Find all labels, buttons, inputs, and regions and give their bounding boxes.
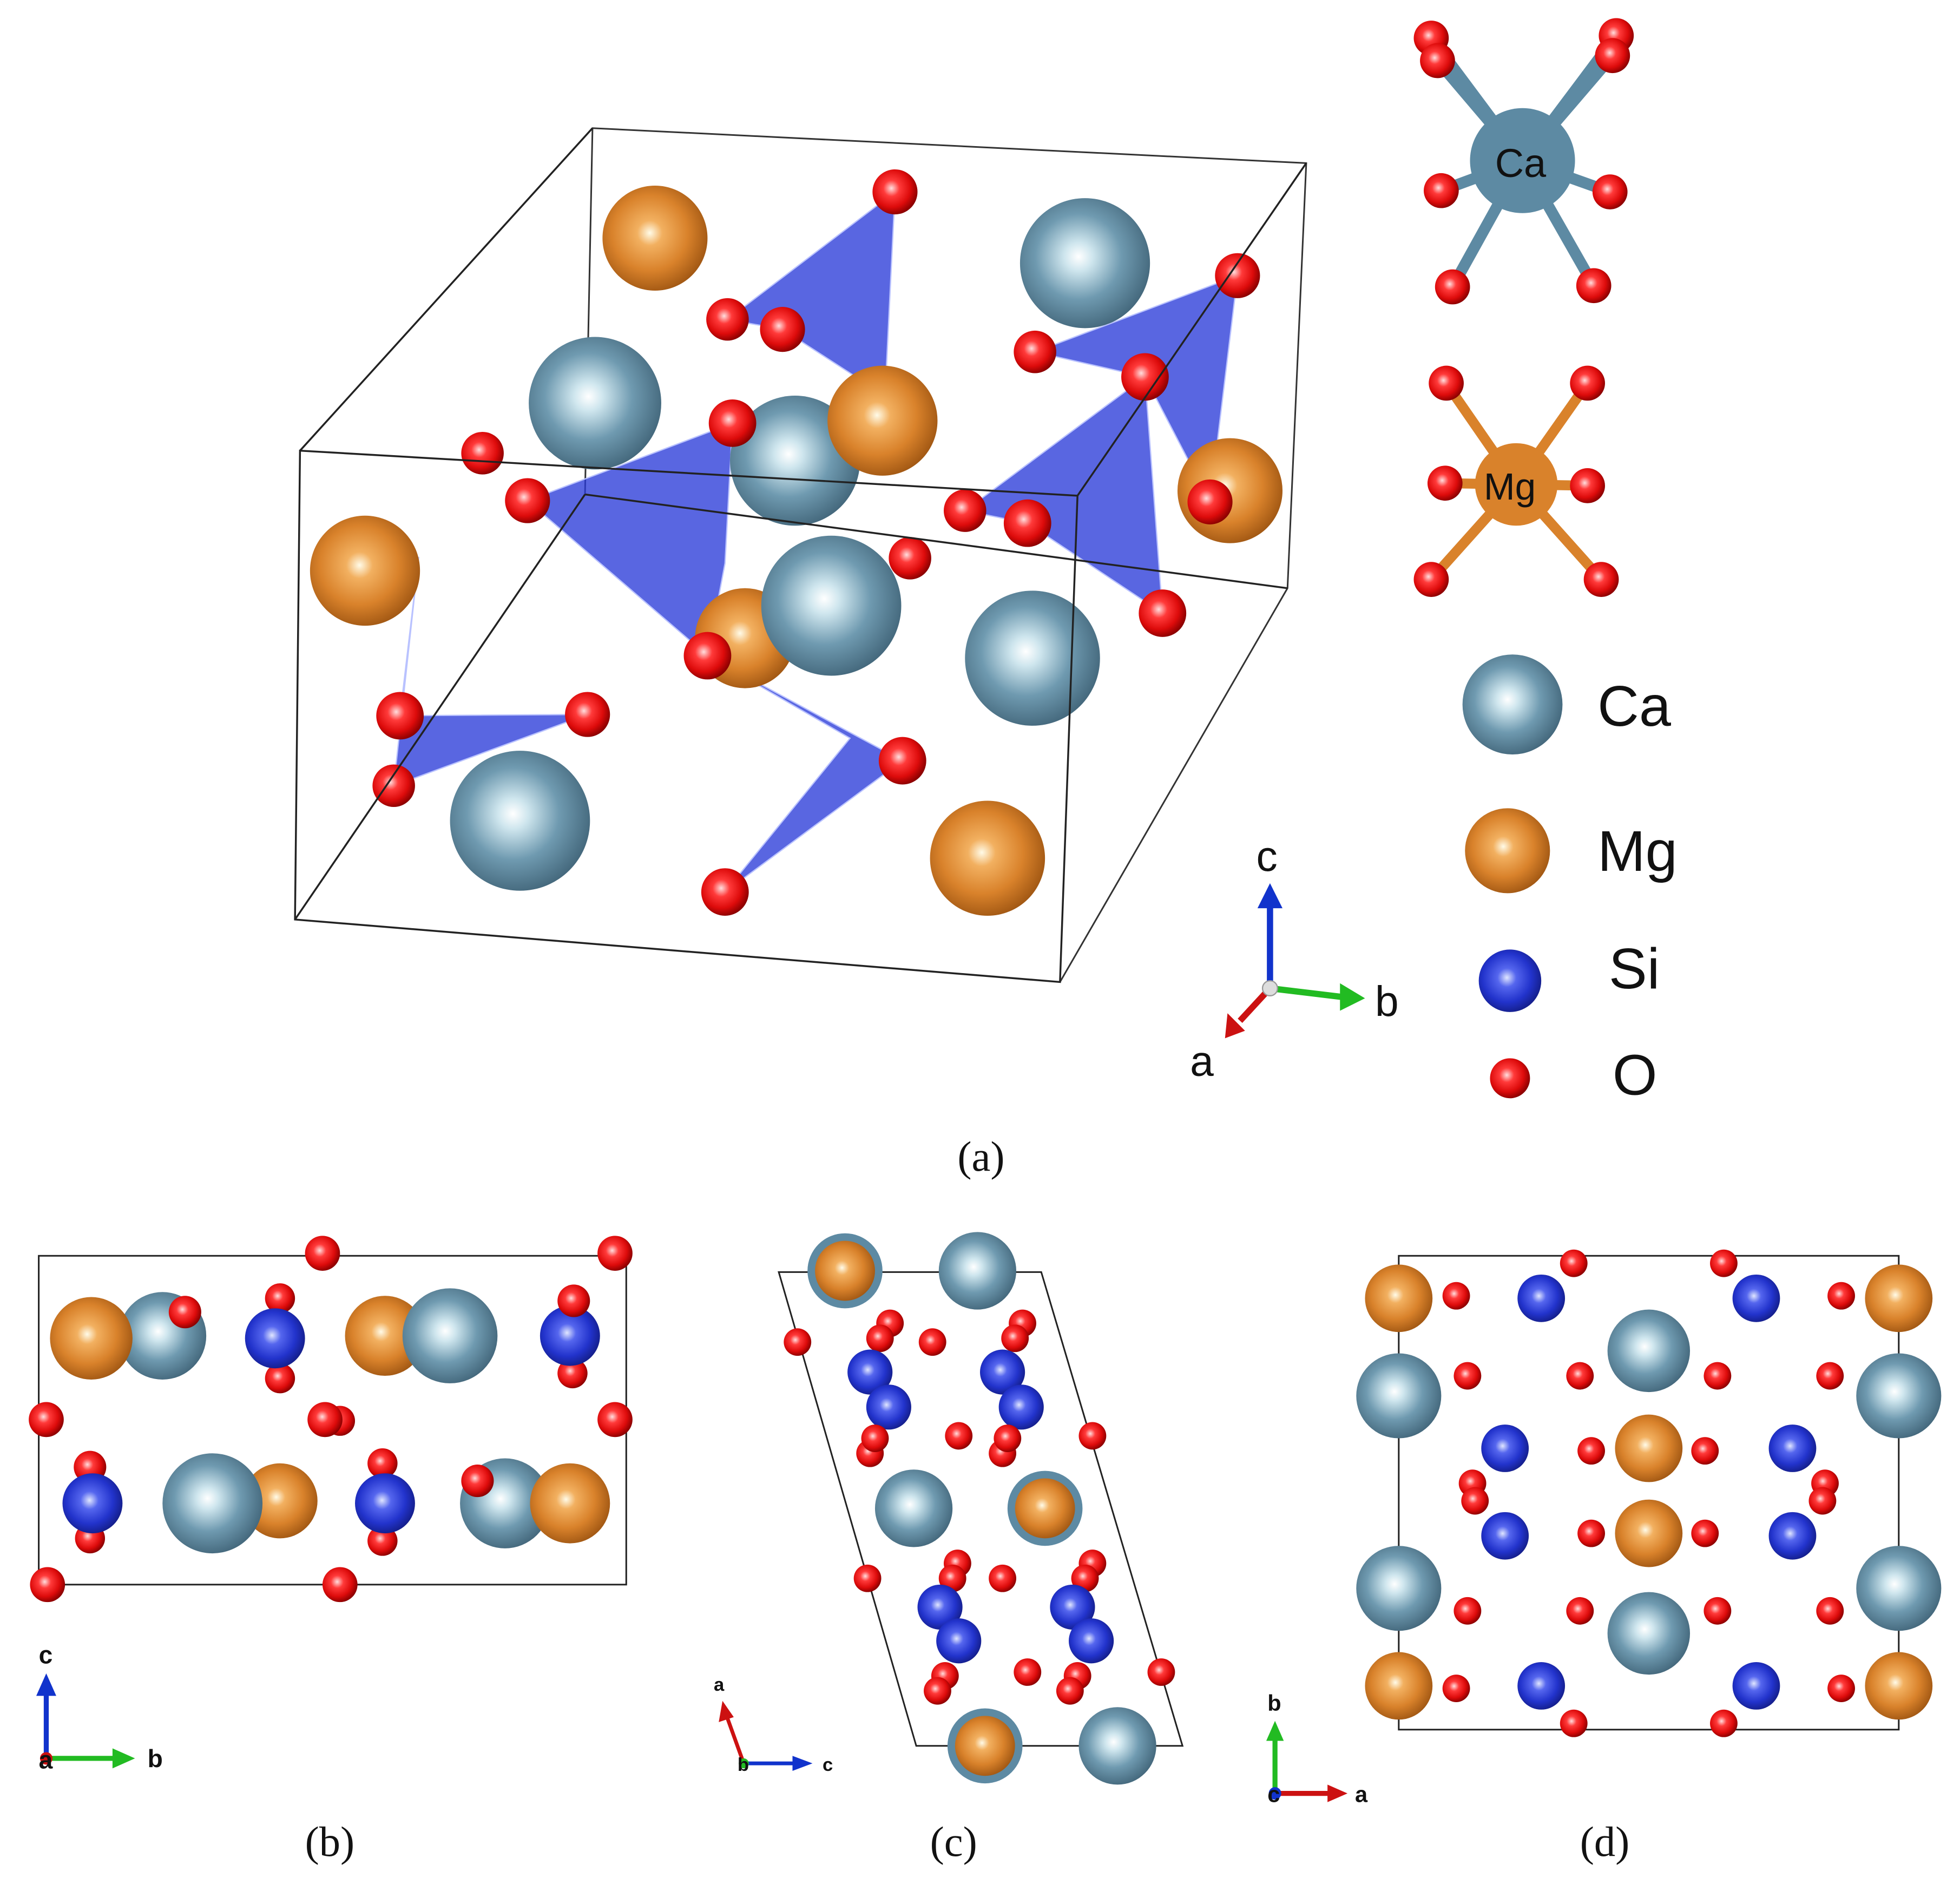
ca-coordination: Ca — [1413, 18, 1634, 305]
o-atom — [1215, 253, 1260, 298]
axis-origin-label-c: b — [738, 1755, 749, 1775]
mg-atom — [930, 800, 1045, 916]
ca-coordination-label: Ca — [1495, 141, 1547, 186]
mg-atom — [602, 185, 708, 291]
ca-atom — [1020, 198, 1150, 329]
o-atom — [701, 868, 749, 916]
o-atom — [1121, 353, 1169, 401]
legend-ca-label: Ca — [1597, 674, 1672, 738]
atoms-3d — [310, 169, 1283, 916]
o-atom — [1014, 330, 1056, 373]
panel-d: b a c (d) — [1266, 1249, 1942, 1865]
axis-up-label-d: b — [1267, 1690, 1281, 1716]
legend-si-label: Si — [1609, 936, 1660, 1001]
panel-a: c b a Ca — [294, 18, 1678, 1180]
o-atom — [708, 399, 757, 447]
o-atom — [565, 692, 610, 737]
axis-right-label-d: a — [1355, 1782, 1368, 1807]
panel-c: a c b (c) — [714, 1232, 1184, 1865]
unit-cell-c — [778, 1271, 1184, 1747]
mg-coordination-label: Mg — [1484, 465, 1536, 508]
mg-atom — [310, 515, 420, 626]
atoms-d — [1356, 1249, 1942, 1737]
caption-b: (b) — [305, 1818, 355, 1865]
o-atom — [872, 169, 918, 215]
unit-cell-d — [1398, 1255, 1900, 1731]
axes-indicator-b: c b a — [36, 1640, 163, 1774]
axis-origin-label-d: c — [1267, 1782, 1280, 1807]
tetrahedron — [707, 655, 904, 893]
o-atom — [1139, 589, 1187, 637]
o-atom — [1003, 499, 1051, 547]
panel-b: c b a (b) — [29, 1236, 633, 1865]
o-atom — [1187, 479, 1233, 524]
o-atom — [889, 537, 931, 580]
o-atom — [372, 764, 415, 808]
mg-coordination: Mg — [1413, 365, 1619, 597]
caption-c: (c) — [930, 1818, 977, 1865]
legend-ca-swatch — [1462, 654, 1563, 755]
unit-cell-front-edges — [294, 127, 1307, 983]
legend-mg-label: Mg — [1597, 819, 1678, 883]
axis-c-label: c — [1256, 832, 1277, 880]
o-atom — [944, 489, 986, 532]
o-atom — [878, 737, 926, 785]
o-atom — [706, 298, 749, 341]
legend-o-swatch — [1490, 1058, 1530, 1099]
atoms-c — [784, 1232, 1175, 1785]
o-atom — [376, 692, 424, 740]
ca-atom — [450, 751, 590, 891]
tetrahedron — [726, 191, 896, 397]
caption-a: (a) — [957, 1133, 1004, 1180]
o-atom — [461, 432, 504, 475]
axis-a-label: a — [1190, 1038, 1214, 1085]
legend-si-swatch — [1478, 949, 1542, 1012]
o-atom — [760, 307, 805, 352]
axes-indicator-a: c b a — [1190, 832, 1399, 1085]
o-atom — [683, 632, 732, 680]
axis-up-label-b: c — [39, 1640, 53, 1669]
axis-right-label-b: b — [148, 1744, 163, 1773]
axes-indicator-c: a c b — [714, 1675, 833, 1775]
tetrahedron — [393, 556, 588, 787]
axis-up-label-c: a — [714, 1675, 725, 1695]
ca-atom — [965, 590, 1100, 726]
ca-atom — [529, 337, 661, 470]
atoms-b — [29, 1236, 633, 1603]
mg-atom — [827, 365, 938, 476]
axis-origin-label-b: a — [39, 1745, 53, 1774]
legend-o-label: O — [1613, 1042, 1658, 1107]
ca-atom — [761, 535, 902, 676]
legend: Ca Mg Si O — [1462, 654, 1678, 1107]
axis-b-label: b — [1375, 977, 1399, 1025]
legend-mg-swatch — [1465, 808, 1550, 894]
ca-atom — [730, 396, 860, 526]
axis-right-label-c: c — [823, 1755, 833, 1775]
o-atom — [505, 478, 550, 523]
caption-d: (d) — [1580, 1818, 1630, 1865]
axes-indicator-d: b a c — [1266, 1690, 1368, 1807]
